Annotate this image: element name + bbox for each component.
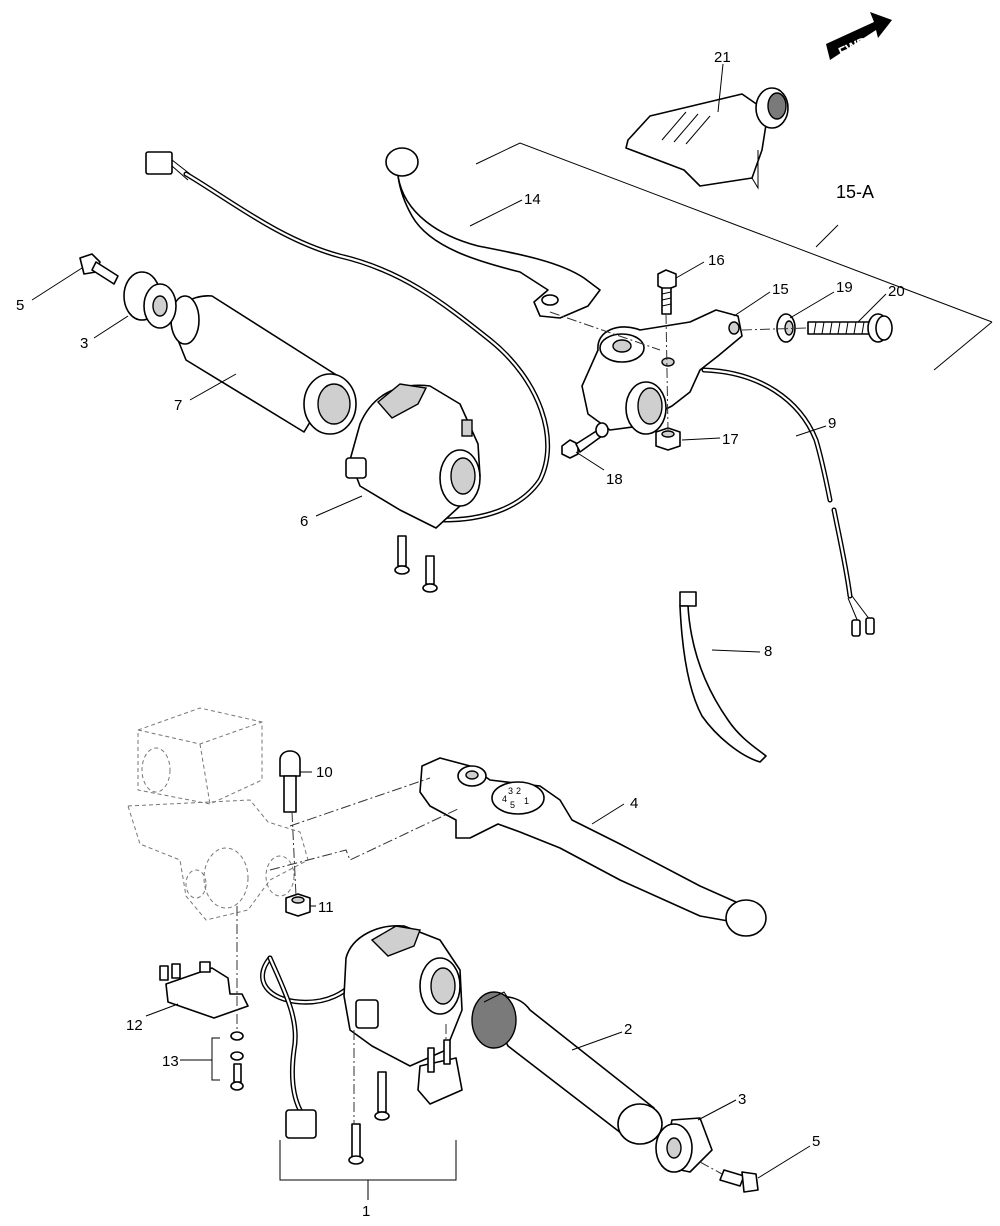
callout-10: 10: [316, 764, 333, 781]
dial-mark: 3: [508, 786, 513, 796]
callout-4: 4: [630, 795, 638, 812]
callout-8: 8: [764, 643, 772, 660]
callout-6: 6: [300, 513, 308, 530]
callout-7: 7: [174, 397, 182, 414]
callout-15: 15: [772, 281, 789, 298]
cable-tie-part-8: [679, 591, 767, 763]
callout-5-bottom: 5: [812, 1133, 820, 1150]
callout-16: 16: [708, 252, 725, 269]
clutch-switch-cable-part-9: [701, 367, 875, 637]
bolt-part-16: [657, 269, 677, 315]
left-handlebar-switch-part-6: [145, 151, 551, 593]
callout-17: 17: [722, 431, 739, 448]
dial-mark: 2: [516, 786, 521, 796]
callout-11: 11: [318, 899, 334, 916]
pivot-bolt-part-10: [279, 750, 301, 813]
section-ref-label: 15-A: [836, 182, 874, 202]
callout-14: 14: [524, 191, 541, 208]
screw-set-part-13: [211, 906, 244, 1091]
section-boundary-15a: 15-A: [475, 142, 993, 371]
bar-end-weight-part-3-left: [123, 271, 177, 329]
left-grip-part-7: [170, 295, 357, 435]
assembly-alignment-lines: [269, 311, 807, 1175]
dial-mark: 1: [524, 796, 529, 806]
callout-labels: 21 14 16 15 19 20 5 3 7 9 17 18 6 8 10 4…: [16, 49, 905, 1220]
clutch-lever-bracket-part-15: [581, 309, 743, 435]
clutch-lever-part-14: [385, 147, 601, 319]
callout-21: 21: [714, 49, 731, 66]
brake-lever-part-4: 1 2 3 4 5: [419, 757, 767, 937]
callout-13: 13: [162, 1053, 179, 1070]
master-cylinder-reference: [127, 707, 309, 921]
dial-mark: 4: [502, 794, 507, 804]
brake-light-switch-part-12: [159, 961, 249, 1019]
callout-12: 12: [126, 1017, 143, 1034]
callout-leaders: [31, 63, 887, 1179]
nut-part-11: [285, 893, 311, 917]
bolt-part-18: [561, 422, 609, 459]
right-handlebar-switch-part-1: [260, 925, 463, 1200]
adjuster-dial-marks: 1 2 3 4 5: [502, 786, 529, 810]
callout-19: 19: [836, 279, 853, 296]
throttle-grip-part-2: [471, 991, 663, 1145]
callout-1: 1: [362, 1203, 370, 1220]
adjuster-screw-part-20: [807, 313, 893, 343]
callout-5-top: 5: [16, 297, 24, 314]
callout-3-top: 3: [80, 335, 88, 352]
lever-cover-part-21: [625, 87, 789, 190]
callout-2: 2: [624, 1021, 632, 1038]
dial-mark: 5: [510, 800, 515, 810]
callout-9: 9: [828, 415, 836, 432]
bar-end-screw-part-5-right: [719, 1169, 759, 1193]
fwd-direction-arrow: FWD: [826, 12, 892, 60]
washer-part-19: [776, 313, 796, 343]
callout-18: 18: [606, 471, 623, 488]
callout-3-bottom: 3: [738, 1091, 746, 1108]
callout-20: 20: [888, 283, 905, 300]
nut-part-17: [655, 427, 681, 451]
bar-end-screw-part-5-left: [79, 253, 119, 285]
bar-end-weight-part-3-right: [655, 1117, 713, 1173]
